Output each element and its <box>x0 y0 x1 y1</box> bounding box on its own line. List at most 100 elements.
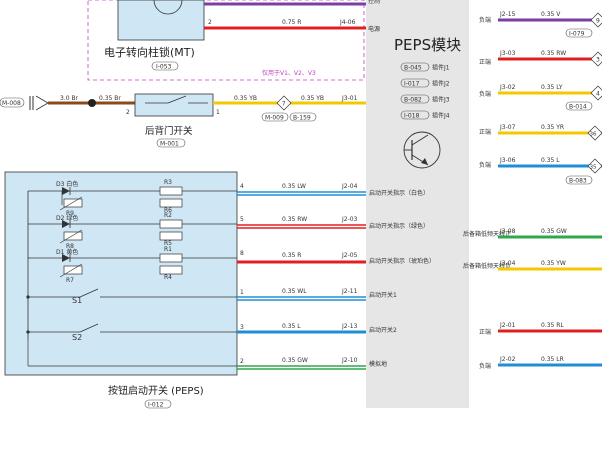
right-conn-5: J3-06 <box>499 157 516 164</box>
right-wire-4: 0.35 YR <box>541 124 564 131</box>
sw-pin-2: 2 <box>240 358 244 365</box>
conn-label-j2: 插件J2 <box>432 80 450 88</box>
rear-switch-blade <box>167 95 187 104</box>
right-ref-b014: B-014 <box>569 104 587 111</box>
sw-conn-3: J2-05 <box>341 252 358 259</box>
right-wire-1: 0.35 V <box>541 11 561 18</box>
diamond-9: 9 <box>596 18 600 25</box>
button-switch-code: I-012 <box>148 402 164 409</box>
button-switch-title: 按钮启动开关 (PEPS) <box>108 384 204 397</box>
splice-node <box>88 99 96 107</box>
sw-wire-3: 0.35 R <box>282 252 301 259</box>
diamond-3: 3 <box>596 57 600 64</box>
lock-code: I-053 <box>156 64 172 71</box>
steering-lock-box <box>117 0 205 41</box>
res-r9: R9 <box>66 210 74 217</box>
right-conn-6: J3-08 <box>499 228 516 235</box>
peps-left-label-2: 启动开关指示（绿色） <box>369 222 429 230</box>
sw-pin-8: 8 <box>240 250 244 257</box>
conn-label-j3: 插件J3 <box>432 96 450 104</box>
right-wires <box>498 18 602 367</box>
right-wire-3: 0.35 LY <box>541 84 563 91</box>
diamond-4: 4 <box>596 91 600 98</box>
peps-right-side-5: 负端 <box>479 161 491 169</box>
led-circuit-2: D2 绿色 R8 R2 R5 <box>28 212 237 250</box>
sw-wire-4: 0.35 WL <box>282 288 307 295</box>
led-label-d1: D1 黄色 <box>56 248 78 256</box>
right-ref-pill-3 <box>565 175 593 185</box>
sw-pin-4: 4 <box>240 183 244 190</box>
conn-j4-06: J4-06 <box>339 19 356 26</box>
right-conn-4: J3-07 <box>499 124 516 131</box>
ref-pill-b159 <box>289 112 317 122</box>
transistor-symbol-top <box>153 0 183 15</box>
wire-035yb-1: 0.35 YB <box>234 95 257 102</box>
res-r6: R6 <box>164 207 172 214</box>
right-wire-9: 0.35 LR <box>541 356 564 363</box>
res-r5: R5 <box>164 240 172 247</box>
ref-pill-m009 <box>261 112 289 122</box>
wire-30br: 3.0 Br <box>60 95 79 102</box>
wire-035yb-2: 0.35 YB <box>301 95 324 102</box>
peps-right-side-8: 正端 <box>479 328 491 336</box>
right-conn-9: J2-02 <box>499 356 516 363</box>
peps-left-label-3: 启动开关指示（琥珀色） <box>369 257 435 265</box>
peps-right-side-4: 正端 <box>479 128 491 136</box>
right-ref-i079: I-079 <box>569 31 585 38</box>
conn-code-j2: I-017 <box>404 81 420 88</box>
button-switch-code-pill <box>144 399 172 409</box>
peps-transistor-symbol <box>403 131 441 169</box>
peps-left-label-5: 启动开关2 <box>369 326 397 334</box>
steering-lock-title: 电子转向柱锁(MT) <box>104 45 195 59</box>
sw-conn-5: J2-13 <box>341 323 358 330</box>
conn-label-j4: 插件J4 <box>432 112 450 120</box>
led-label-d3: D3 白色 <box>56 180 78 188</box>
right-conn-8: J2-01 <box>499 322 516 329</box>
right-ref-b083: B-083 <box>569 178 587 185</box>
sw-conn-1: J2-04 <box>341 183 358 190</box>
right-diamonds: 9 3 4 36 35 <box>587 12 602 174</box>
right-wire-2: 0.35 RW <box>541 50 566 57</box>
right-wire-8: 0.35 RL <box>541 322 564 329</box>
peps-left-label-4: 启动开关1 <box>369 291 397 299</box>
right-conn-2: J3-03 <box>499 50 516 57</box>
right-conn-1: J2-15 <box>499 11 516 18</box>
sw-conn-4: J2-11 <box>341 288 358 295</box>
button-switch-box <box>4 171 238 376</box>
peps-right-side-6: 后备箱低频天线正 <box>463 230 511 238</box>
diamond-36: 36 <box>590 132 597 138</box>
peps-right-side-7: 后备箱低频天线负 <box>463 262 511 270</box>
wire-035br: 0.35 Br <box>99 95 121 102</box>
steering-lock-dashed-box <box>87 0 365 81</box>
right-ref-pill-2 <box>565 101 593 111</box>
sw-wire-6: 0.35 GW <box>282 357 308 364</box>
ground-ref-pill <box>0 97 25 108</box>
sw-wire-5: 0.35 L <box>282 323 301 330</box>
peps-right-side-3: 负端 <box>479 90 491 98</box>
res-r1: R1 <box>164 246 172 253</box>
rear-pin-2: 2 <box>126 109 130 116</box>
peps-right-side-2: 正端 <box>479 58 491 66</box>
peps-left-label-1: 启动开关指示（白色） <box>369 189 429 197</box>
res-r7: R7 <box>66 277 74 284</box>
conn-label-j1: 插件J1 <box>432 64 450 72</box>
sw-pin-3: 3 <box>240 324 244 331</box>
right-wire-6: 0.35 GW <box>541 228 567 235</box>
lock-code-pill <box>151 61 179 71</box>
res-r4: R4 <box>164 274 172 281</box>
right-ref-pill-1 <box>565 28 593 38</box>
sw-pin-1: 1 <box>240 289 244 296</box>
res-r3: R3 <box>164 179 172 186</box>
ref-m009: M-009 <box>265 115 284 122</box>
peps-right-side-9: 负端 <box>479 362 491 370</box>
rear-pin-1: 1 <box>216 109 220 116</box>
rear-code: M-001 <box>160 141 179 148</box>
switch-s2-label: S2 <box>72 333 82 342</box>
peps-module-box <box>366 0 469 408</box>
peps-label-control: 控制 <box>368 0 380 5</box>
peps-label-power: 电源 <box>368 25 380 33</box>
wire-label-075r: 0.75 R <box>282 19 301 26</box>
conn-code-j3: B-082 <box>404 97 422 104</box>
rear-switch-box <box>134 93 214 117</box>
